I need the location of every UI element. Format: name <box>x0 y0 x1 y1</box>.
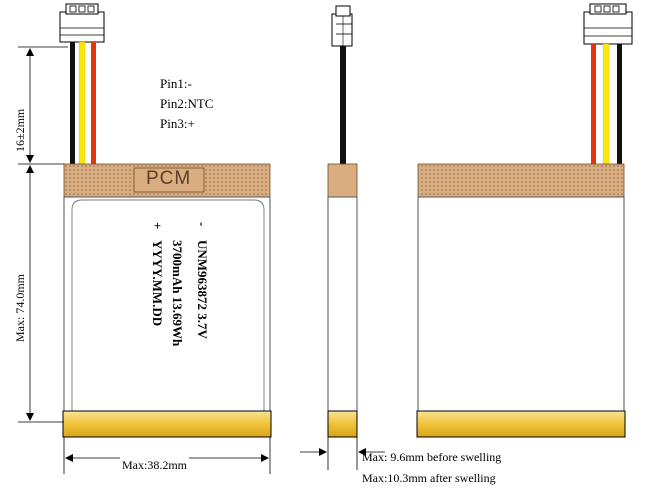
cell-model-line: UNM963872 3.7V <box>195 240 210 339</box>
pin1-label: Pin1:- <box>160 76 192 91</box>
side-cell-base <box>327 410 358 438</box>
cell-plus-sign: + <box>150 222 165 230</box>
back-cell-base <box>416 410 626 438</box>
cell-minus-sign: - <box>195 222 210 227</box>
front-wires <box>70 41 96 165</box>
lead-length-label: 16±2mm <box>13 108 27 152</box>
max-length-label: Max: 74.0mm <box>13 274 27 342</box>
front-cell-base <box>62 410 272 438</box>
max-thickness-after-label: Max:10.3mm after swelling <box>362 471 496 485</box>
side-connector <box>331 5 353 47</box>
side-pcm <box>327 163 358 198</box>
pcm-label-box <box>133 167 205 193</box>
max-width-label: Max:38.2mm <box>120 457 189 473</box>
front-view <box>59 3 272 438</box>
side-view <box>327 5 358 438</box>
pcm-label: PCM <box>146 168 192 189</box>
back-pcm-board <box>417 163 625 198</box>
back-view <box>416 3 633 438</box>
cell-marking: - UNM963872 3.7V 3700mAh 13.69Wh + YYYY.… <box>150 218 212 378</box>
side-cell-body <box>327 196 358 412</box>
back-wires <box>591 43 622 165</box>
cell-date-line: YYYY.MM.DD <box>150 240 165 327</box>
back-cell-body <box>417 196 625 412</box>
max-thickness-before-label: Max: 9.6mm before swelling <box>362 450 502 464</box>
front-cell-body <box>63 196 271 412</box>
cell-capacity-line: 3700mAh 13.69Wh <box>170 240 185 347</box>
back-connector <box>583 3 633 45</box>
front-cell-pouch-outline <box>71 199 265 413</box>
side-wire <box>340 46 346 164</box>
pin3-label: Pin3:+ <box>160 116 195 131</box>
front-connector <box>59 3 105 43</box>
pin2-label: Pin2:NTC <box>160 96 214 111</box>
